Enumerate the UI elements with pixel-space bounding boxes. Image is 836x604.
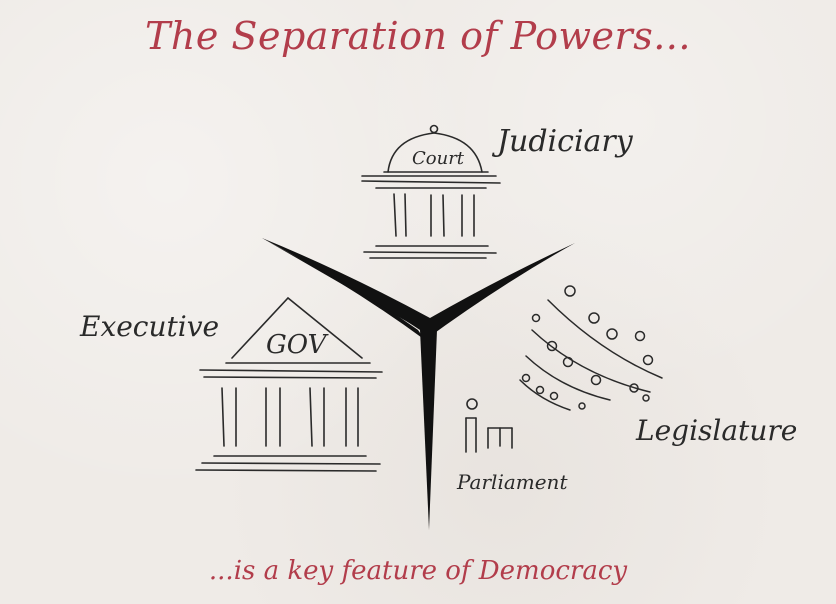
executive-label: Executive [80,310,220,343]
parliament-label: Parliament [457,470,568,494]
page-title: The Separation of Powers... [145,14,691,58]
y-divider-icon [262,238,575,530]
court-building-label: Court [412,148,465,169]
parliament-seats-icon [519,285,663,411]
gov-building-icon [195,296,383,472]
speaker-figure-icon [465,398,513,453]
gov-building-label: GOV [266,330,327,360]
footer-caption: ...is a key feature of Democracy [208,556,628,586]
court-building-icon [361,124,501,259]
judiciary-label: Judiciary [497,124,633,159]
legislature-label: Legislature [636,414,798,447]
